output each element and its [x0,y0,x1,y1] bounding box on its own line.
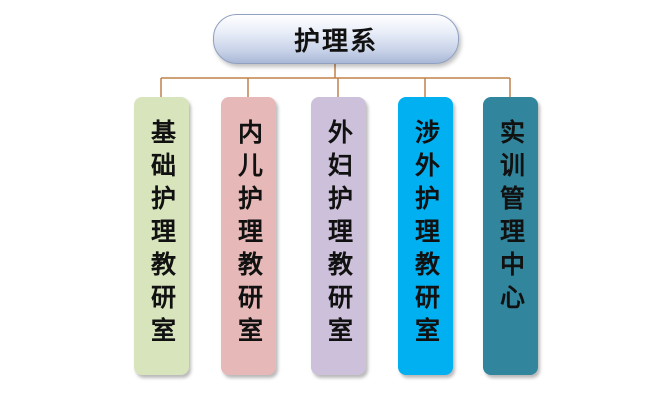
unit-label: 外妇护理教研室 [324,119,354,350]
unit-box-foreign-nursing: 涉外护理教研室 [398,97,453,375]
unit-label: 基础护理教研室 [147,119,177,350]
unit-label: 涉外护理教研室 [411,119,441,350]
unit-box-surgical-obstetric: 外妇护理教研室 [311,97,366,375]
root-node: 护理系 [213,14,459,64]
unit-label: 实训管理中心 [496,119,526,317]
unit-box-internal-pediatric: 内儿护理教研室 [221,97,276,375]
root-node-label: 护理系 [293,26,378,57]
unit-box-basic-nursing: 基础护理教研室 [134,97,189,375]
unit-label: 内儿护理教研室 [234,119,264,350]
unit-box-training-center: 实训管理中心 [483,97,538,375]
